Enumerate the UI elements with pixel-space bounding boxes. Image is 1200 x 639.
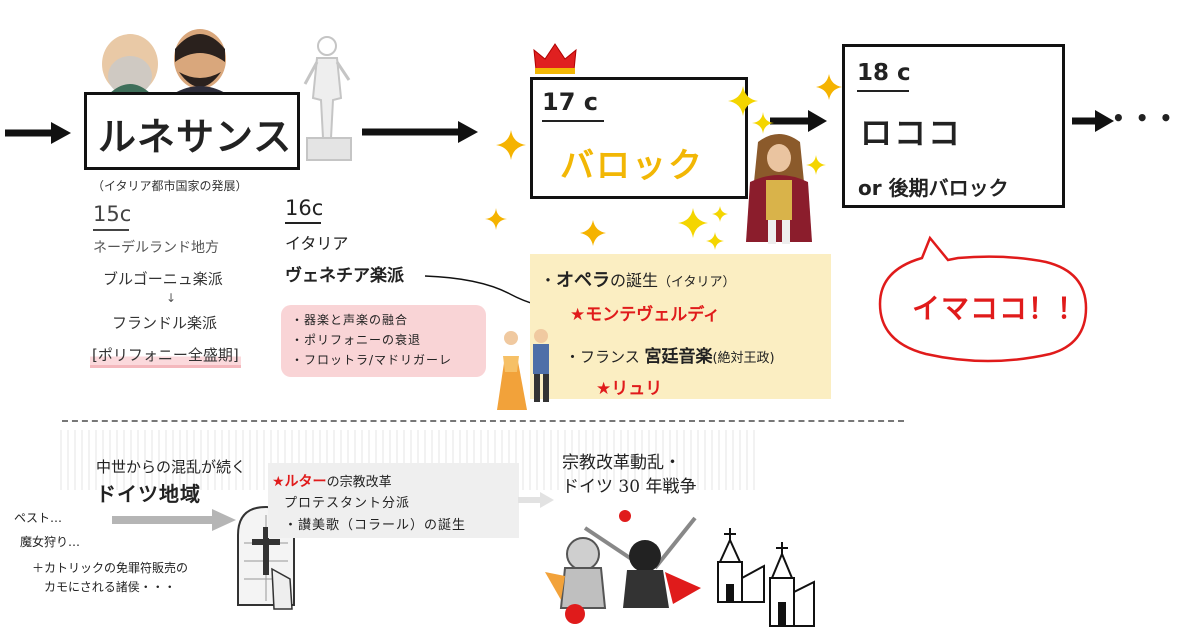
rococo-century: 18 c bbox=[857, 60, 911, 86]
baroque-info-box bbox=[530, 254, 831, 399]
composer-portraits-illustration bbox=[102, 29, 227, 96]
continuation-dots: • • • bbox=[1112, 106, 1175, 130]
opera-note: （イタリア） bbox=[658, 275, 736, 290]
opera-rest: の誕生 bbox=[610, 271, 659, 290]
indulgence-line-1: ＋カトリックの免罪符販売の bbox=[32, 561, 189, 575]
century-15c: 15c bbox=[93, 202, 132, 226]
speech-bubble-text: イマココ！！ bbox=[912, 292, 1087, 325]
burgundian-school: ブルゴーニュ楽派 bbox=[103, 270, 223, 288]
timeline-arrow-renaissance-baroque bbox=[362, 121, 478, 143]
protestant-split: プロテスタント分派 bbox=[284, 496, 411, 511]
netherlands-region: ネーデルランド地方 bbox=[93, 240, 219, 256]
sparkle-icon bbox=[706, 232, 724, 250]
opera-bold: オペラ bbox=[556, 270, 611, 291]
renaissance-subtitle: （イタリア都市国家の発展） bbox=[92, 179, 248, 193]
sparkle-icon bbox=[752, 112, 774, 134]
polyphony-peak-label: [ポリフォニー全盛期] bbox=[92, 346, 239, 364]
opera-birth-line: ・オペラの誕生（イタリア） bbox=[540, 266, 736, 292]
polyphony-peak-highlight: [ポリフォニー全盛期] bbox=[90, 344, 241, 368]
indulgence-line-2: カモにされる諸侯・・・ bbox=[44, 580, 176, 594]
germany-to-reformation-arrow bbox=[112, 509, 236, 531]
sparkle-icon bbox=[496, 130, 526, 160]
rococo-box bbox=[842, 44, 1065, 208]
venetian-note-1: ・器楽と声楽の融合 bbox=[291, 313, 409, 327]
timeline-arrow-rococo-end bbox=[1072, 110, 1114, 132]
opera-prefix: ・ bbox=[540, 271, 557, 290]
witch-hunt-label: 魔女狩り… bbox=[20, 535, 81, 549]
king-illustration bbox=[746, 134, 812, 244]
sparkle-icon bbox=[816, 74, 842, 100]
court-music-label: 宮廷音楽 bbox=[644, 347, 713, 367]
rococo-century-underline bbox=[857, 90, 909, 92]
renaissance-box bbox=[84, 92, 300, 170]
lully-label: ★リュリ bbox=[596, 379, 663, 399]
luther-rest: の宗教改革 bbox=[326, 475, 392, 490]
renaissance-title: ルネサンス bbox=[98, 115, 293, 159]
section-divider bbox=[62, 420, 904, 422]
sparkle-icon bbox=[580, 220, 606, 246]
italy-region: イタリア bbox=[285, 234, 349, 253]
franco-flemish-school: フランドル楽派 bbox=[112, 314, 218, 332]
down-arrow: ↓ bbox=[166, 291, 177, 305]
reformation-to-war-arrow bbox=[518, 492, 554, 508]
rococo-title: ロココ bbox=[860, 114, 963, 152]
sparkle-icon bbox=[712, 206, 728, 222]
luther-label: ★ルター bbox=[272, 474, 327, 490]
sparkle-icon bbox=[728, 86, 758, 116]
luther-line: ★ルターの宗教改革 bbox=[272, 471, 392, 491]
knights-battle-illustration bbox=[545, 510, 701, 624]
monteverdi-label: ★モンテヴェルディ bbox=[570, 305, 721, 325]
sparkle-icon bbox=[806, 155, 826, 175]
late-baroque-label: or 後期バロック bbox=[858, 176, 1009, 200]
venetian-notes-box bbox=[281, 305, 486, 377]
crown-icon bbox=[533, 43, 577, 74]
david-statue-illustration bbox=[303, 36, 352, 161]
war-line-1: 宗教改革動乱・ bbox=[562, 453, 681, 473]
reformation-box bbox=[268, 463, 519, 538]
timeline-arrow-baroque-rococo bbox=[770, 110, 827, 132]
french-court-line: ・フランス 宮廷音楽(絶対王政) bbox=[565, 342, 775, 367]
century-16c-underline bbox=[285, 222, 321, 224]
baroque-couple-illustration bbox=[497, 329, 549, 410]
court-note: (絶対王政) bbox=[712, 351, 775, 366]
speech-bubble bbox=[878, 235, 1088, 363]
churches-illustration bbox=[717, 528, 815, 627]
baroque-box bbox=[530, 77, 748, 199]
sparkle-icon bbox=[678, 208, 708, 238]
century-16c: 16c bbox=[285, 196, 324, 220]
france-prefix: ・フランス bbox=[565, 348, 640, 366]
germany-intro: 中世からの混乱が続く bbox=[96, 458, 247, 476]
timeline-arrow-start bbox=[5, 122, 71, 144]
venetian-school: ヴェネチア楽派 bbox=[285, 266, 404, 286]
germany-region: ドイツ地域 bbox=[96, 482, 201, 506]
prayer-window-illustration bbox=[237, 505, 295, 610]
plague-label: ペスト… bbox=[14, 511, 63, 525]
sparkle-icon bbox=[485, 208, 507, 230]
baroque-century: 17 c bbox=[542, 88, 598, 116]
venetian-note-2: ・ポリフォニーの衰退 bbox=[291, 333, 422, 347]
venetian-note-3: ・フロットラ/マドリガーレ bbox=[291, 353, 453, 367]
century-15c-underline bbox=[93, 229, 129, 231]
war-line-2: ドイツ 30 年戦争 bbox=[562, 477, 697, 497]
baroque-century-underline bbox=[542, 120, 604, 122]
baroque-title: バロック bbox=[560, 146, 704, 186]
chorale-birth: ・讃美歌（コラール）の誕生 bbox=[284, 518, 467, 533]
